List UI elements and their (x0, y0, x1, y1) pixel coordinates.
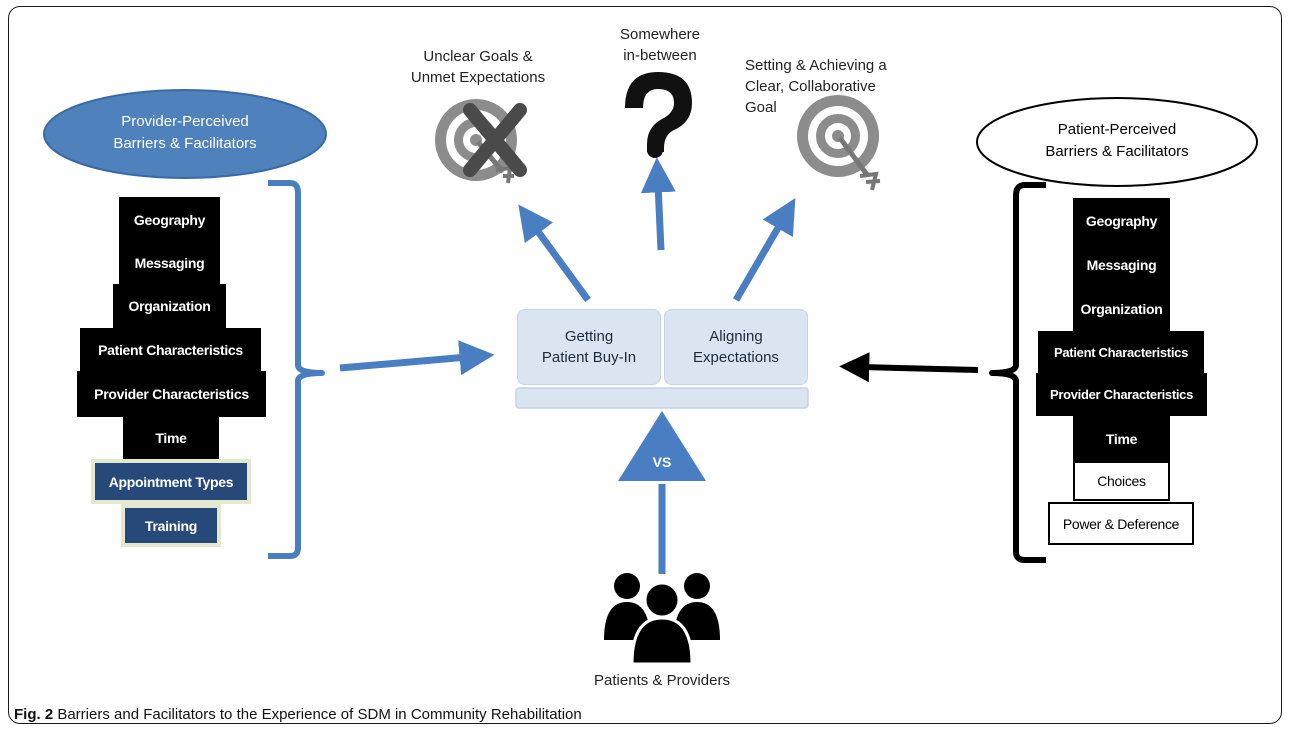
outcome-unclear-label: Unclear Goals & Unmet Expectations (410, 48, 546, 86)
box-getting-buy-in: Getting Patient Buy-In (517, 309, 661, 385)
outcome-clear-label: Setting & Achieving a Clear, Collaborati… (745, 57, 887, 116)
patient-item-power-deference: Power & Deference (1048, 502, 1194, 545)
left-bracket (268, 180, 325, 559)
patient-item-patient-characteristics: Patient Characteristics (1038, 331, 1204, 373)
provider-item-geography: Geography (119, 197, 220, 242)
provider-title: Provider-Perceived Barriers & Facilitato… (113, 113, 257, 152)
provider-ellipse (43, 89, 327, 179)
right-bracket (989, 182, 1046, 563)
patient-item-geography: Geography (1073, 198, 1170, 243)
question-mark-icon (625, 72, 692, 158)
patient-item-provider-characteristics: Provider Characteristics (1036, 373, 1207, 416)
patient-item-choices: Choices (1073, 461, 1170, 501)
provider-item-appointment-types: Appointment Types (91, 459, 251, 504)
target-x-icon (435, 99, 527, 184)
arrow-to-unclear (518, 204, 591, 303)
caption-text: Barriers and Facilitators to the Experie… (53, 706, 582, 723)
caption-figure-number: Fig. 2 (14, 706, 54, 723)
provider-item-training: Training (121, 504, 221, 547)
fulcrum-label: VS (652, 454, 672, 470)
provider-item-time: Time (123, 417, 219, 459)
provider-item-messaging: Messaging (119, 242, 220, 284)
provider-item-provider-characteristics: Provider Characteristics (77, 371, 266, 417)
people-icon (604, 573, 720, 666)
patient-item-time: Time (1073, 416, 1170, 461)
box-aligning-expectations: Aligning Expectations (664, 309, 808, 385)
patient-item-organization: Organization (1073, 287, 1170, 331)
outcome-between-label: Somewhere in-between (619, 26, 701, 64)
arrow-to-between (640, 157, 676, 251)
provider-item-organization: Organization (113, 284, 226, 328)
figure-frame (8, 6, 1282, 724)
arrow-to-clear (732, 198, 796, 302)
provider-item-patient-characteristics: Patient Characteristics (80, 328, 261, 371)
patient-title: Patient-Perceived Barriers & Facilitator… (1045, 121, 1189, 160)
balance-plank (515, 387, 809, 409)
patient-arrow (839, 352, 979, 383)
people-label: Patients & Providers (594, 672, 730, 689)
patient-ellipse (976, 97, 1258, 187)
figure-caption: Fig. 2 Barriers and Facilitators to the … (14, 706, 582, 723)
target-goal-icon (797, 95, 881, 191)
patient-item-messaging: Messaging (1073, 243, 1170, 287)
fulcrum-triangle (618, 411, 706, 481)
provider-arrow (339, 340, 495, 376)
